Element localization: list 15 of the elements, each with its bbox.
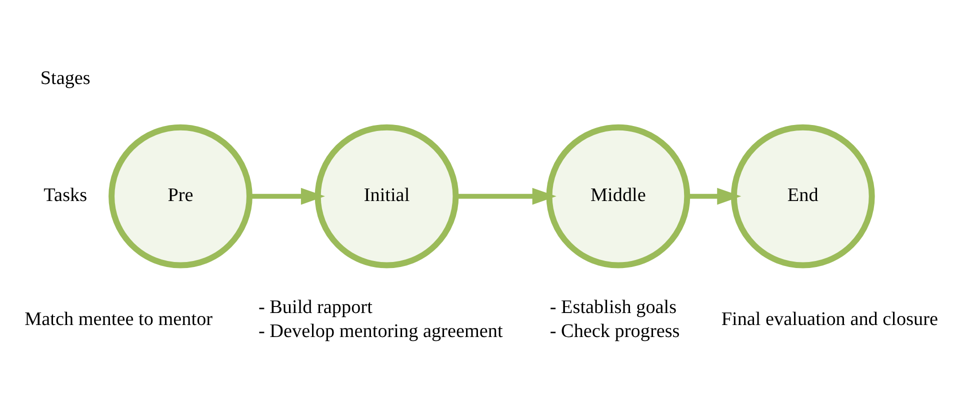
node-circle: Middle (546, 124, 690, 268)
arrow (456, 188, 556, 205)
arrow (687, 188, 742, 205)
arrow (250, 188, 325, 205)
node-label: Final evaluation and closure (721, 308, 938, 330)
node-circle: Pre (108, 124, 252, 268)
node-label: Match mentee to mentor (24, 308, 213, 330)
node-label: - Check progress (550, 320, 680, 342)
node-circle: Initial (314, 124, 459, 268)
node-label: - Establish goals (550, 296, 677, 318)
node-label: - Build rapport (258, 296, 372, 318)
node-circle: End (730, 124, 875, 268)
label: Stages (40, 68, 90, 89)
node-label: - Develop mentoring agreement (258, 320, 503, 342)
label: Tasks (44, 184, 88, 206)
